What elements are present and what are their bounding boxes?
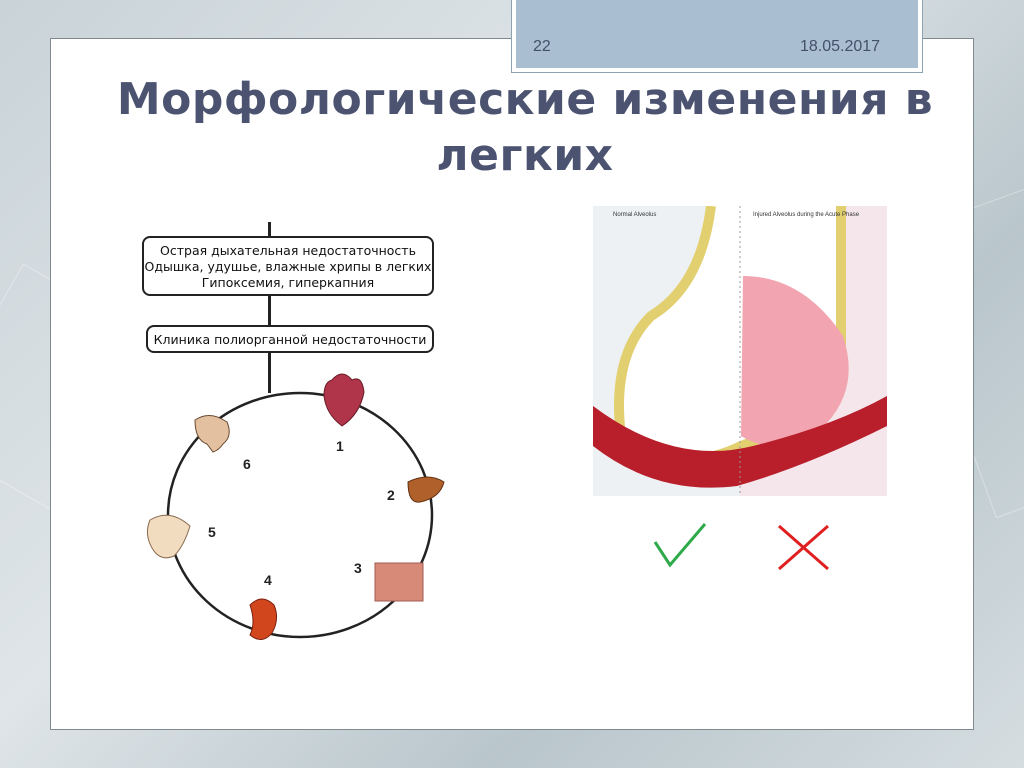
alveolus-illustration: Normal Alveolus Injured Alveolus during …	[593, 206, 887, 496]
liver-icon	[407, 476, 445, 503]
cross-icon	[778, 524, 829, 571]
organ-number: 3	[354, 560, 362, 576]
multiorgan-box: Клиника полиорганной недостаточности	[146, 325, 434, 353]
symptoms-box: Острая дыхательная недостаточность Одышк…	[142, 236, 434, 296]
organ-number: 4	[264, 572, 272, 588]
connector-line	[268, 353, 271, 393]
organ-number: 1	[336, 438, 344, 454]
left-caption: Normal Alveolus	[613, 212, 656, 218]
slide-number: 22	[533, 38, 551, 55]
check-icon	[653, 523, 707, 568]
organ-number: 5	[208, 524, 216, 540]
brain-icon	[194, 415, 230, 453]
box-line: Острая дыхательная недостаточность	[160, 243, 416, 258]
header-box	[511, 0, 923, 73]
connector-line	[268, 222, 271, 238]
page-title: Морфологические изменения в легких	[116, 74, 934, 181]
kidney-icon	[249, 598, 278, 640]
heart-icon	[323, 373, 365, 427]
tissue-icon	[374, 562, 424, 602]
organ-number: 6	[243, 456, 251, 472]
slide-date: 18.05.2017	[800, 38, 881, 55]
intestine-icon	[146, 514, 191, 559]
connector-line	[268, 296, 271, 326]
box-line: Гипоксемия, гиперкапния	[201, 275, 375, 290]
box-line: Одышка, удушье, влажные хрипы в легких	[144, 259, 432, 274]
organ-number: 2	[387, 487, 395, 503]
right-caption: Injured Alveolus during the Acute Phase	[753, 212, 860, 218]
